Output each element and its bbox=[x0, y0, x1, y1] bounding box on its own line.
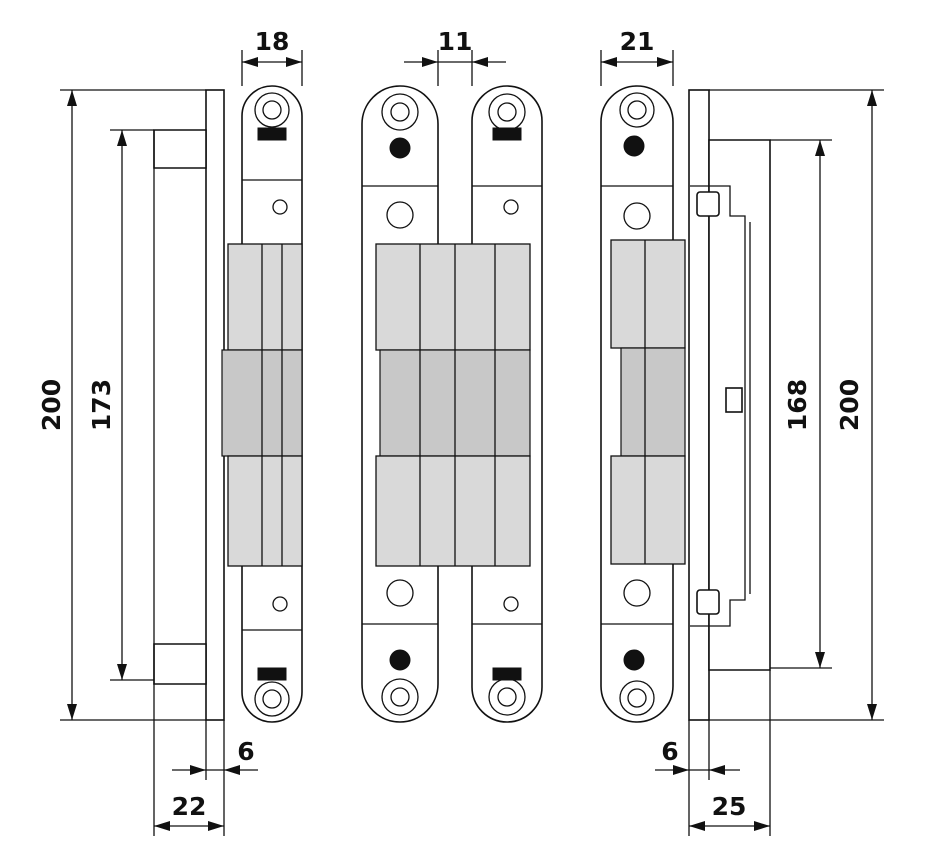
right-mechanism-upper bbox=[610, 239, 686, 349]
left-frame-top-lug bbox=[153, 129, 207, 169]
dim-right-6: 6 bbox=[661, 737, 678, 766]
center-mechanism-lower bbox=[375, 455, 531, 567]
dim-right-25: 25 bbox=[712, 792, 747, 821]
dim-top-18: 18 bbox=[255, 27, 290, 56]
dimension-lines bbox=[60, 50, 884, 836]
center-logo-bottom bbox=[492, 667, 522, 681]
dim-left-22: 22 bbox=[172, 792, 207, 821]
dimension-labels: 200 173 18 11 21 6 22 168 200 6 25 bbox=[37, 27, 864, 821]
left-logo-top bbox=[257, 127, 287, 141]
right-frame-notch bbox=[725, 387, 743, 413]
dim-left-200: 200 bbox=[37, 379, 66, 431]
dim-right-168: 168 bbox=[783, 379, 812, 431]
right-screw-bottom bbox=[623, 649, 645, 671]
center-hinge-front-view bbox=[361, 85, 543, 723]
dim-right-200: 200 bbox=[835, 379, 864, 431]
right-screw-top bbox=[623, 135, 645, 157]
dim-top-21: 21 bbox=[620, 27, 655, 56]
center-left-screw-top bbox=[389, 137, 411, 159]
right-hinge-side-view bbox=[600, 85, 771, 723]
left-frame-flange bbox=[205, 89, 225, 721]
center-logo-top bbox=[492, 127, 522, 141]
center-left-screw-bottom bbox=[389, 649, 411, 671]
center-mechanism-upper bbox=[375, 243, 531, 351]
left-frame-bottom-lug bbox=[153, 643, 207, 685]
left-mechanism-lower bbox=[227, 455, 303, 567]
right-mechanism-middle bbox=[620, 347, 686, 457]
dim-left-173: 173 bbox=[87, 379, 116, 431]
left-logo-bottom bbox=[257, 667, 287, 681]
left-hinge-side-view bbox=[153, 85, 303, 723]
right-mechanism-lower bbox=[610, 455, 686, 565]
dim-left-6: 6 bbox=[237, 737, 254, 766]
dim-top-11: 11 bbox=[438, 27, 473, 56]
left-mechanism-upper bbox=[227, 243, 303, 351]
